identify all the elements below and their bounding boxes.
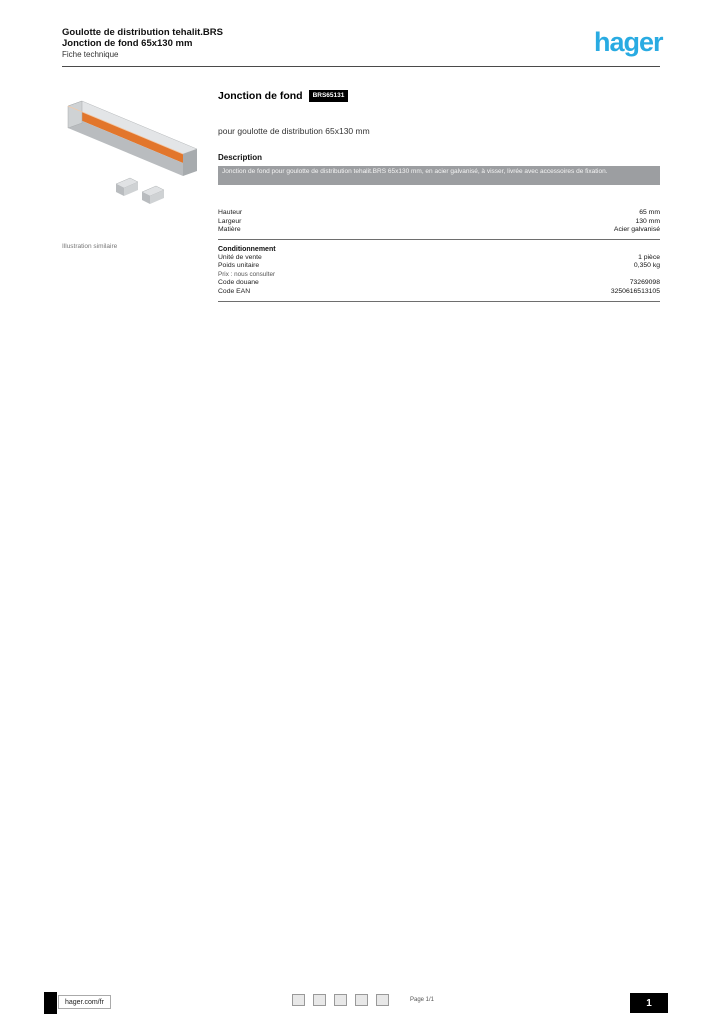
spec-divider xyxy=(218,300,660,302)
spec-row: Poids unitaire 0,350 kg xyxy=(218,262,660,271)
page-number-badge: 1 xyxy=(630,993,668,1013)
spec-label: Code douane xyxy=(218,279,259,287)
reference-badge: BRS65131 xyxy=(308,90,349,102)
certification-picto-icon xyxy=(313,994,326,1006)
spec-value: 1 pièce xyxy=(638,253,660,261)
spec-label: Code EAN xyxy=(218,288,251,296)
spec-label: Hauteur xyxy=(218,209,243,216)
spec-value: 3250616513105 xyxy=(610,288,660,296)
header-product-family: Goulotte de distribution tehalit.BRS xyxy=(62,27,223,38)
image-caption: Illustration similaire xyxy=(62,243,118,250)
product-title: Jonction de fond xyxy=(218,90,303,102)
product-image xyxy=(58,88,203,218)
header: Goulotte de distribution tehalit.BRS Jon… xyxy=(62,27,392,60)
footer-pictos xyxy=(292,994,389,1006)
spec-group-heading: Conditionnement xyxy=(218,245,276,253)
spec-note: Prix : nous consulter xyxy=(218,270,276,278)
spec-label: Unité de vente xyxy=(218,253,262,261)
spec-row: Code EAN 3250616513105 xyxy=(218,288,660,297)
spec-row: Hauteur 65 mm xyxy=(218,209,660,218)
spec-row: Matière Acier galvanisé xyxy=(218,226,660,235)
header-divider xyxy=(62,66,660,67)
spec-row: Largeur 130 mm xyxy=(218,218,660,227)
spec-value: Acier galvanisé xyxy=(613,226,660,234)
header-product-name: Jonction de fond 65x130 mm xyxy=(62,38,193,49)
header-doc-type: Fiche technique xyxy=(62,50,119,59)
description-text: Jonction de fond pour goulotte de distri… xyxy=(218,166,660,185)
spec-group-general: Hauteur 65 mm Largeur 130 mm Matière Aci… xyxy=(218,209,660,240)
spec-value: 73269098 xyxy=(629,279,660,287)
certification-picto-icon xyxy=(334,994,347,1006)
website-link[interactable]: hager.com/fr xyxy=(58,995,111,1009)
spec-label: Largeur xyxy=(218,217,242,225)
trunking-illustration xyxy=(67,100,198,204)
spec-value: 0,350 kg xyxy=(633,262,660,270)
product-subtitle: pour goulotte de distribution 65x130 mm xyxy=(218,126,370,136)
spec-value: 65 mm xyxy=(639,209,660,216)
certification-picto-icon xyxy=(355,994,368,1006)
print-registration-mark xyxy=(44,992,57,1014)
certification-picto-icon xyxy=(376,994,389,1006)
spec-label: Matière xyxy=(218,226,241,234)
spec-group-packaging: Conditionnement Unité de vente 1 pièce P… xyxy=(218,245,660,302)
page-note: Page 1/1 xyxy=(410,997,435,1003)
certification-picto-icon xyxy=(292,994,305,1006)
spec-row: Unité de vente 1 pièce xyxy=(218,254,660,263)
spec-label: Poids unitaire xyxy=(218,262,260,270)
spec-value: 130 mm xyxy=(635,217,660,225)
description-heading: Description xyxy=(218,153,263,162)
spec-row: Code douane 73269098 xyxy=(218,279,660,288)
hager-logo: hager xyxy=(594,27,664,57)
product-details: Jonction de fond BRS65131 pour goulotte … xyxy=(218,90,660,302)
spec-divider xyxy=(218,238,660,240)
